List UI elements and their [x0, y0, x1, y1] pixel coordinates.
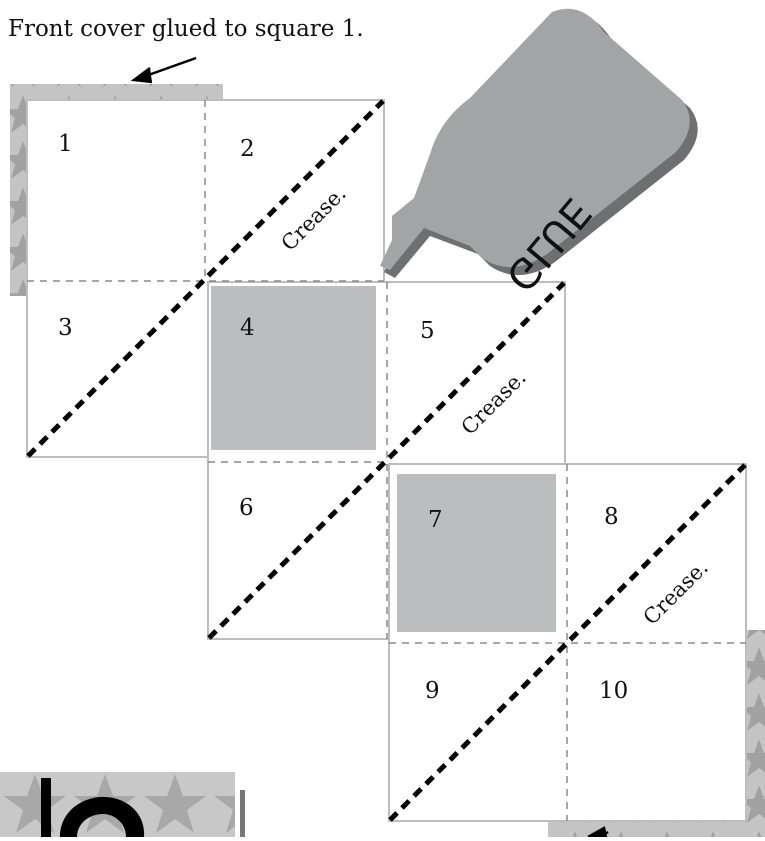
cover-bottom-left	[0, 772, 245, 837]
caption-arrow	[134, 58, 196, 82]
square-label-10: 10	[599, 678, 628, 704]
square-label-9: 9	[425, 678, 440, 704]
square-label-3: 3	[58, 315, 73, 341]
square-label-6: 6	[239, 495, 254, 521]
square-label-2: 2	[240, 136, 255, 162]
caption: Front cover glued to square 1.	[8, 16, 364, 42]
square-label-5: 5	[420, 318, 435, 344]
shaded-square-4	[211, 286, 376, 450]
square-label-7: 7	[428, 507, 443, 533]
panel-outlines	[27, 100, 746, 821]
square-label-8: 8	[604, 504, 619, 530]
square-label-1: 1	[58, 131, 73, 157]
glue-bottle: GLUE	[380, 9, 698, 300]
shaded-square-7	[397, 474, 556, 632]
square-label-4: 4	[240, 315, 255, 341]
